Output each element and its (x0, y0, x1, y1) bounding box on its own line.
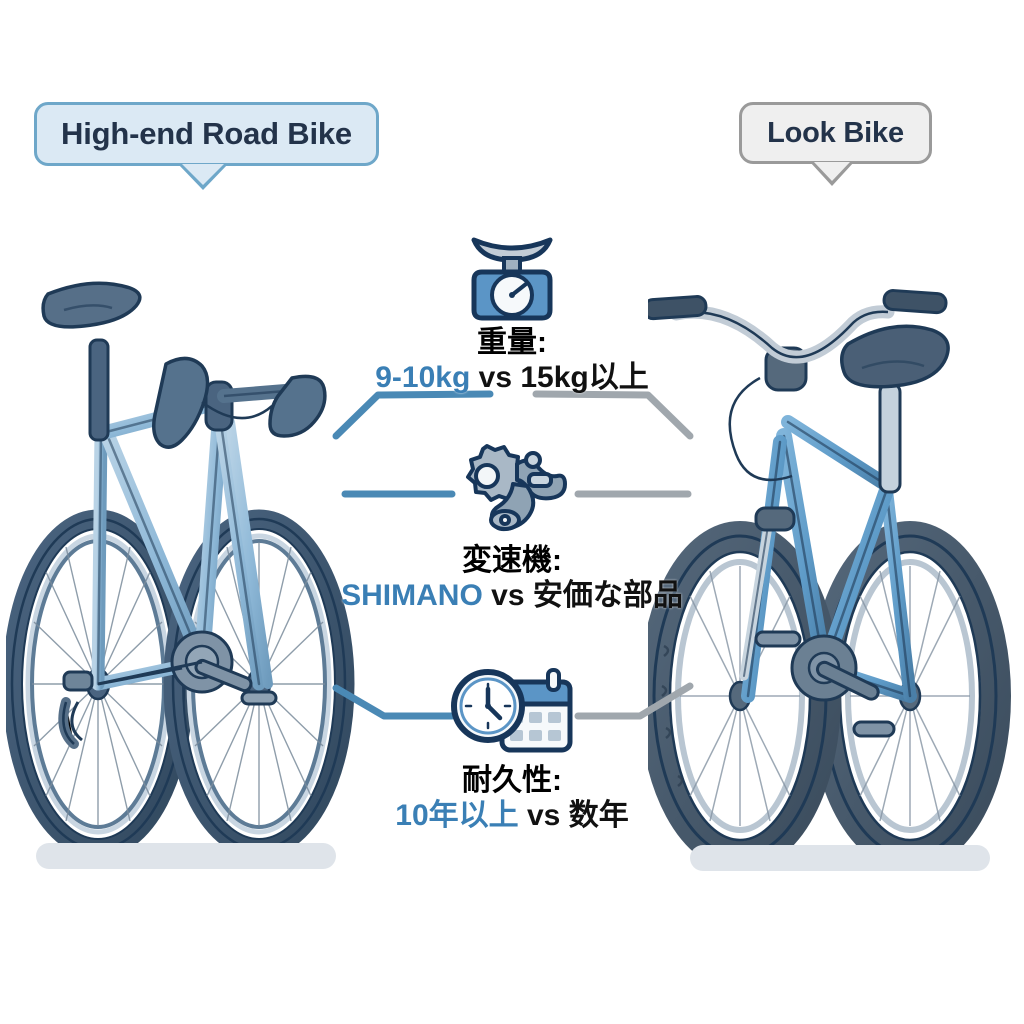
right-bike-shadow (690, 845, 990, 871)
weight-scale-icon (0, 222, 1024, 322)
drivetrain (754, 630, 896, 738)
derailleur-values: SHIMANO vs 安価な部品 (0, 579, 1024, 614)
durability-title: 耐久性: (462, 764, 562, 797)
durability-vs: vs (527, 799, 561, 832)
left-bike-label-text: High-end Road Bike (61, 116, 352, 151)
mountain-bike-illustration (648, 289, 1011, 871)
comparison-row-derailleur: 変速機: SHIMANO vs 安価な部品 (0, 440, 1024, 614)
derailleur-vs: vs (491, 579, 525, 612)
saddle (840, 324, 950, 494)
comparison-row-durability: 耐久性: 10年以上 vs 数年 (0, 660, 1024, 834)
flat-handlebar (648, 289, 948, 482)
right-bike-label: Look Bike (739, 102, 932, 164)
weight-vs: vs (478, 361, 513, 394)
durability-values: 10年以上 vs 数年 (0, 799, 1024, 834)
durability-bad-value: 数年 (568, 799, 629, 832)
weight-bad-value: 15kg以上 (520, 361, 649, 394)
drivetrain (58, 630, 278, 749)
left-bike-label: High-end Road Bike (34, 102, 379, 166)
left-label-tail-inner (182, 164, 224, 185)
clock-part (451, 669, 525, 743)
right-label-tail-inner (814, 162, 850, 181)
bike-frame (91, 397, 273, 691)
road-bike-illustration (6, 281, 355, 859)
comparison-row-weight: 重量: 9-10kg vs 15kg以上 (0, 222, 1024, 396)
clock-calendar-icon (0, 660, 1024, 760)
weight-values: 9-10kg vs 15kg以上 (0, 361, 1024, 396)
weight-good-value: 9-10kg (375, 361, 471, 394)
left-bike-shadow (36, 843, 336, 869)
derailleur-good-value: SHIMANO (341, 579, 483, 612)
derailleur-bad-value: 安価な部品 (532, 579, 683, 612)
derailleur-title: 変速機: (462, 544, 562, 577)
derailleur-gear-icon (0, 440, 1024, 540)
durability-good-value: 10年以上 (395, 799, 519, 832)
saddle (41, 281, 142, 442)
weight-title: 重量: (477, 326, 547, 359)
right-bike-label-text: Look Bike (767, 116, 904, 149)
drop-handlebar (152, 356, 327, 449)
